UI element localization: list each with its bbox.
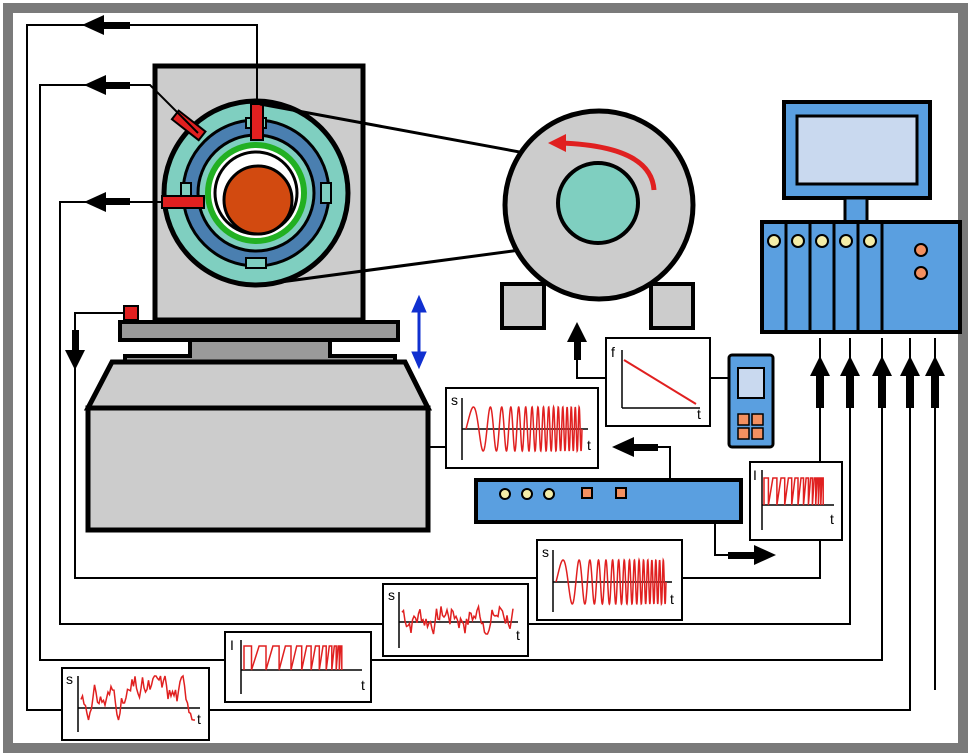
panel-noise-bottom-xlabel: t	[197, 711, 201, 727]
signal-flow-arrows	[65, 15, 945, 565]
monitor-screen	[795, 114, 919, 186]
ramp-signal	[623, 359, 697, 405]
rotor-shaft	[222, 164, 294, 236]
noise-signal	[80, 674, 195, 721]
sweep-signal	[555, 557, 667, 607]
test-machine	[83, 63, 433, 533]
panel-sweep-lower: s t	[536, 539, 683, 621]
panel-noise-bottom-ylabel: s	[66, 671, 73, 687]
panel-freq-ramp: f t	[605, 337, 711, 427]
pulse-signal	[243, 645, 343, 671]
motor-foot-right	[649, 282, 695, 330]
panel-sweep-lower-xlabel: t	[670, 591, 674, 607]
arrow-left-top-icon	[82, 15, 130, 35]
rack-lamps	[767, 234, 877, 248]
panel-pulse-low-ylabel: I	[230, 637, 234, 653]
panel-noise-bottom: s t	[61, 667, 210, 741]
arrow-left-gen-icon	[612, 437, 658, 457]
machine-base	[85, 405, 431, 533]
arrow-down-icon	[65, 330, 85, 370]
arrow-left-mid-icon	[84, 75, 130, 95]
machine-neck	[123, 338, 397, 364]
motor-shaft	[556, 161, 640, 245]
noise-signal	[401, 603, 514, 635]
plate-sensor	[123, 305, 139, 321]
panel-freq-ramp-ylabel: f	[611, 344, 615, 360]
sweep-signal	[465, 404, 583, 454]
vertical-motion-arrow-icon	[411, 294, 427, 370]
panel-noise-mid-ylabel: s	[388, 587, 395, 603]
arrow-up-rack-2-icon	[840, 356, 860, 408]
arrow-up-rack-4-icon	[900, 356, 920, 408]
arrow-right-gen-icon	[728, 545, 776, 565]
arrow-up-rack-5-icon	[925, 356, 945, 408]
panel-noise-mid-xlabel: t	[516, 627, 520, 643]
probe-top	[250, 103, 264, 141]
panel-freq-ramp-xlabel: t	[697, 406, 701, 422]
panel-pulse-right-ylabel: I	[753, 467, 757, 483]
panel-sweep-main-ylabel: s	[451, 392, 458, 408]
arrow-up-rack-1-icon	[810, 356, 830, 408]
probe-side	[161, 195, 205, 209]
signal-generator	[474, 478, 743, 524]
motor-foot-left	[500, 282, 546, 330]
computer	[760, 100, 962, 334]
frequency-controller	[727, 353, 775, 449]
drive-motor	[257, 102, 696, 330]
pulse-signal	[763, 477, 824, 506]
panel-pulse-low-xlabel: t	[361, 677, 365, 693]
arrow-up-motor-icon	[567, 322, 587, 360]
arrow-up-rack-3-icon	[872, 356, 892, 408]
panel-noise-mid: s t	[382, 583, 529, 657]
panel-sweep-lower-ylabel: s	[542, 544, 549, 560]
outer-frame	[3, 3, 968, 753]
panel-sweep-main: s t	[445, 387, 599, 469]
arrow-left-low-icon	[84, 192, 130, 212]
rack-button-2[interactable]	[914, 266, 928, 280]
panel-pulse-right: I t	[749, 461, 843, 541]
rotation-direction-icon	[559, 140, 657, 191]
machine-top-plate	[118, 320, 400, 342]
panel-pulse-low: I t	[224, 631, 372, 703]
panel-pulse-right-xlabel: t	[830, 511, 834, 527]
rack-button-1[interactable]	[914, 243, 928, 257]
panel-sweep-main-xlabel: t	[587, 437, 591, 453]
machine-base-top	[83, 359, 433, 411]
